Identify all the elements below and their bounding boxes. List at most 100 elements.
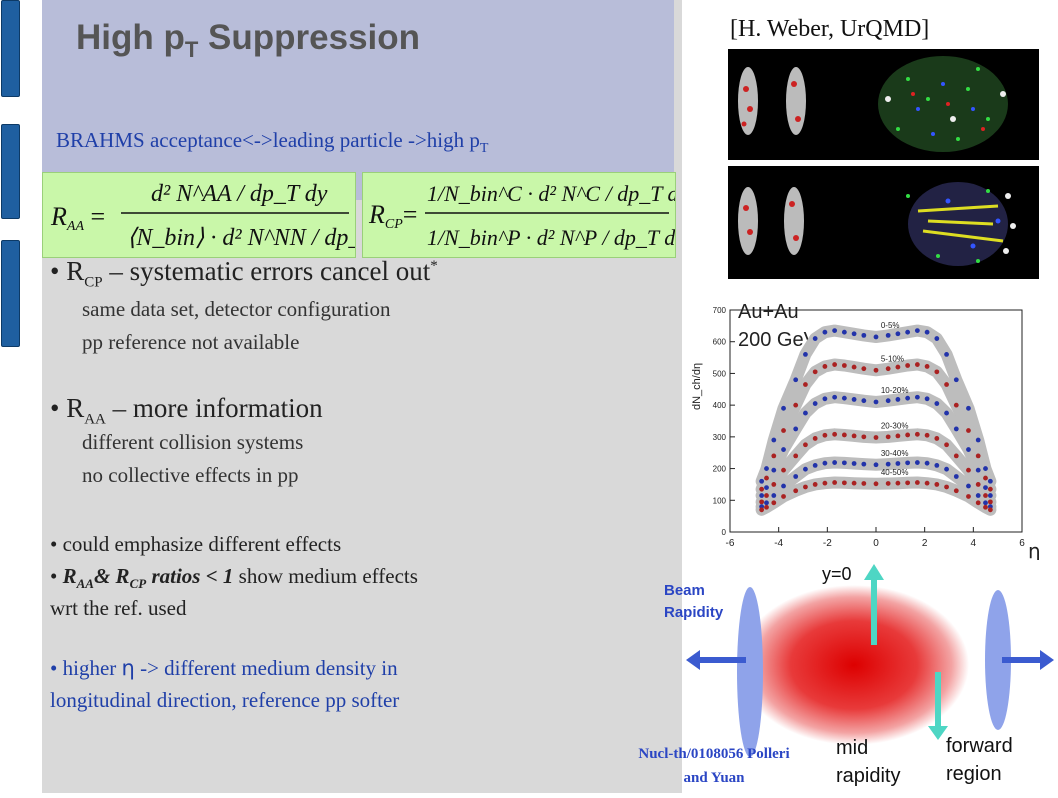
bullet-emphasize: • could emphasize different effects	[50, 532, 342, 556]
formula-rcp-numerator: 1/N_bin^C · d² N^C / dp_T dη	[427, 181, 675, 206]
data-point	[924, 364, 930, 369]
y-tick-label: 200	[713, 465, 727, 474]
data-point	[934, 369, 940, 375]
series-label: 5-10%	[881, 354, 904, 363]
beam-label-line2: Rapidity	[664, 604, 724, 621]
slide-body-panel	[42, 200, 674, 793]
data-point	[803, 352, 808, 357]
data-point	[861, 434, 867, 440]
data-point	[953, 488, 959, 494]
data-point	[803, 484, 808, 490]
data-point	[771, 437, 777, 443]
data-point	[851, 480, 857, 486]
data-point	[924, 432, 930, 438]
data-point	[803, 382, 808, 387]
data-point	[873, 367, 879, 373]
data-point	[759, 493, 765, 498]
data-point	[914, 394, 920, 400]
data-point	[924, 396, 930, 402]
y-tick-label: 300	[713, 433, 727, 442]
data-point	[885, 461, 891, 467]
x-tick-label: 4	[971, 538, 977, 549]
data-point	[812, 336, 818, 341]
chart-xlabel: η	[1028, 539, 1041, 560]
raa-detail-1: different collision systems	[82, 430, 304, 454]
data-point	[822, 329, 828, 335]
forward-arrowhead	[928, 726, 948, 740]
data-point	[793, 426, 799, 432]
reference-line1: Nucl-th/0108056 Polleri	[638, 746, 790, 762]
data-point	[861, 481, 867, 486]
x-tick-label: -6	[726, 538, 735, 549]
series-label: 0-5%	[881, 321, 900, 330]
data-point	[983, 493, 988, 498]
data-point	[905, 329, 911, 335]
data-point	[987, 507, 993, 513]
data-point	[944, 442, 949, 448]
left-nucleus-disk	[737, 587, 763, 757]
data-point	[812, 463, 818, 468]
data-point	[841, 432, 847, 438]
y-tick-label: 500	[713, 369, 727, 378]
data-point	[851, 397, 857, 402]
data-point	[781, 467, 786, 473]
raa-detail-2: no collective effects in pp	[82, 463, 299, 487]
data-point	[914, 431, 920, 437]
slide-tab	[1, 0, 20, 97]
data-point	[781, 428, 786, 433]
data-point	[793, 488, 799, 494]
svg-text:RAA =: RAA =	[50, 202, 105, 234]
data-point	[983, 504, 988, 510]
data-point	[905, 363, 911, 368]
data-point	[771, 493, 777, 498]
slide-tab	[1, 240, 20, 347]
data-point	[764, 500, 769, 506]
series-label: 40-50%	[881, 468, 909, 477]
reference-line2: and Yuan	[683, 770, 745, 786]
data-point	[944, 466, 949, 472]
data-point	[764, 485, 769, 490]
data-point	[764, 504, 769, 510]
data-point	[841, 480, 847, 486]
data-point	[966, 483, 971, 489]
data-point	[759, 507, 765, 513]
data-point	[873, 462, 879, 468]
data-point	[914, 460, 920, 465]
slide-tab	[1, 124, 20, 219]
data-point	[771, 467, 777, 473]
data-point	[812, 436, 818, 441]
data-point	[905, 432, 911, 438]
data-point	[987, 493, 993, 498]
data-point	[924, 460, 930, 466]
data-point	[966, 447, 971, 452]
data-point	[771, 453, 777, 459]
data-point	[905, 460, 911, 466]
data-point	[944, 382, 949, 387]
data-point	[759, 486, 765, 492]
data-point	[895, 364, 901, 370]
data-point	[885, 434, 891, 440]
data-point	[781, 483, 786, 489]
data-point	[822, 396, 828, 402]
data-point	[934, 401, 940, 406]
data-point	[851, 331, 857, 337]
series-label: 10-20%	[881, 386, 909, 395]
rcp-detail-1: same data set, detector configuration	[82, 297, 391, 321]
data-point	[975, 467, 981, 473]
data-point	[841, 460, 847, 466]
formula-raa: RAA = d² N^AA / dp_T dy ⟨N_bin⟩ · d² N^N…	[42, 172, 356, 258]
formula-raa-svg: RAA = d² N^AA / dp_T dy ⟨N_bin⟩ · d² N^N…	[50, 181, 355, 251]
data-point	[873, 399, 879, 405]
data-point	[914, 362, 920, 367]
data-point	[983, 500, 988, 506]
data-point	[841, 329, 847, 335]
data-point	[934, 463, 940, 468]
data-point	[885, 366, 891, 372]
series-label: 30-40%	[881, 449, 909, 458]
bullet-rcp-heading: • RCP – systematic errors cancel out*	[50, 256, 438, 291]
slide-header-panel	[42, 0, 674, 200]
urqmd-collision-image-1	[728, 49, 1039, 160]
data-point	[895, 433, 901, 439]
